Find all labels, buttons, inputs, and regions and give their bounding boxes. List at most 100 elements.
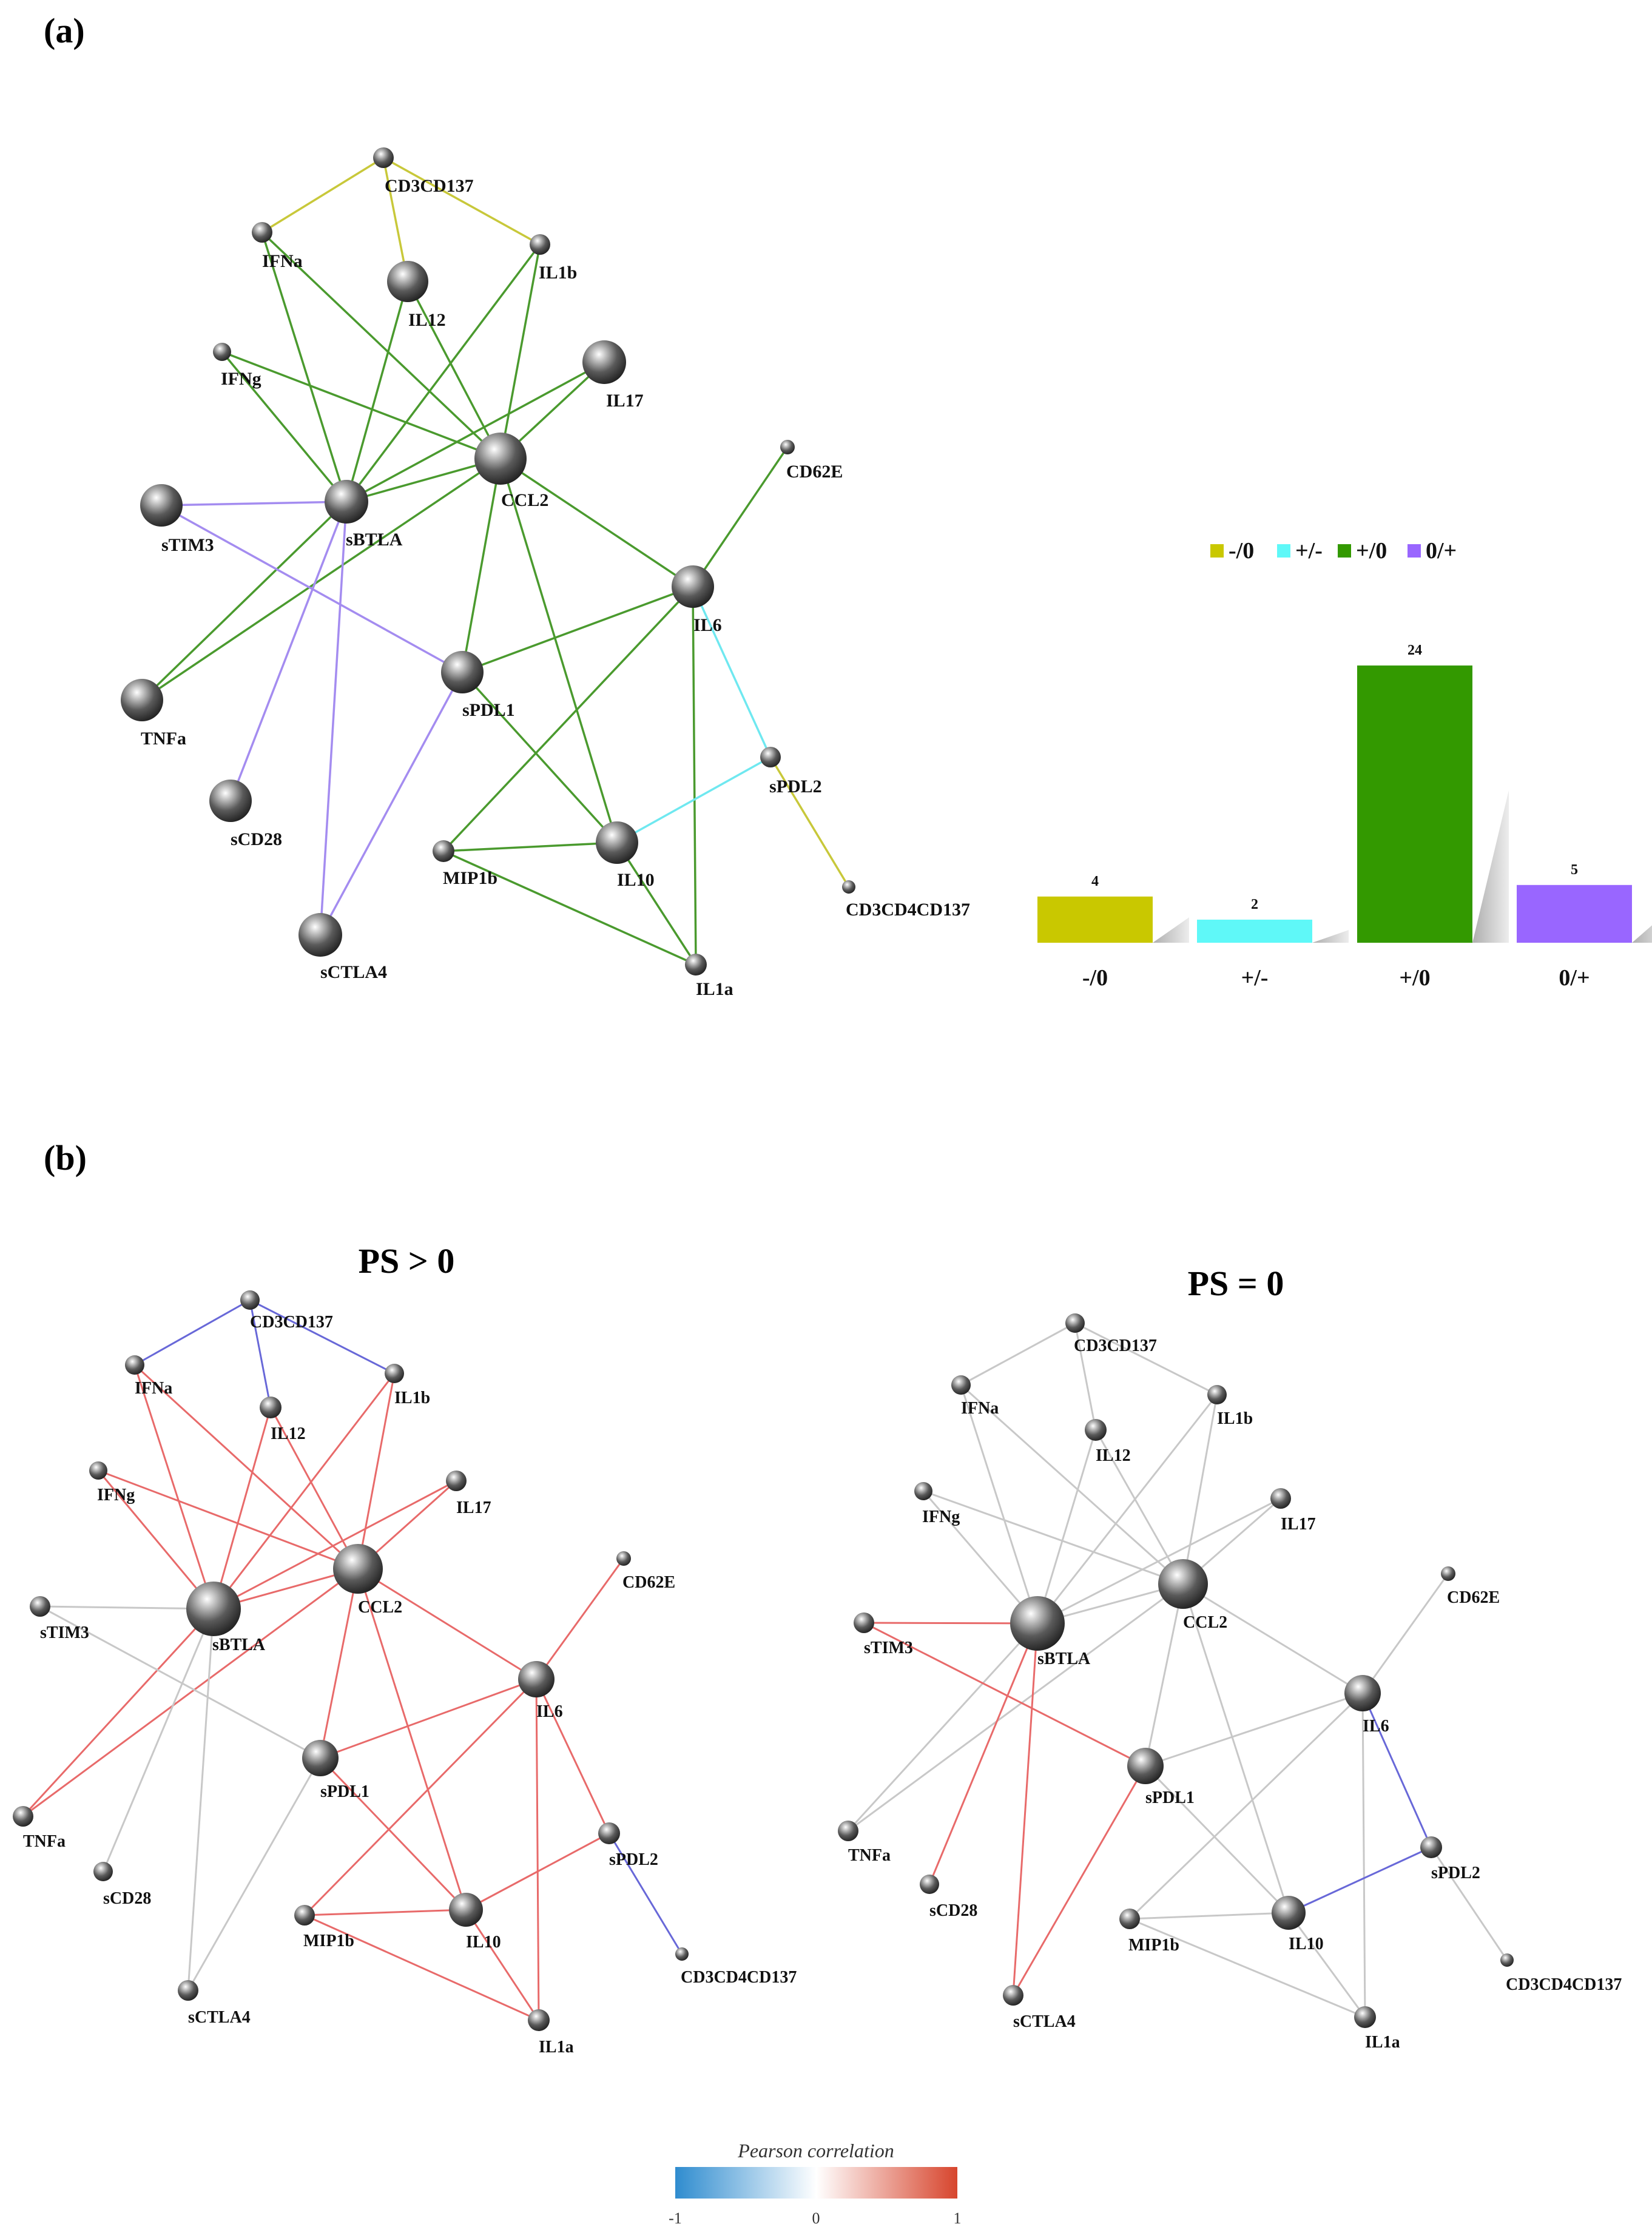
ps-eq-0-title: PS = 0 <box>1188 1264 1284 1303</box>
a-edge-ccl2-il6 <box>500 457 693 588</box>
ps-gt-0-edge-ccl2-tnfa <box>22 1568 359 1818</box>
a-edge-il6-spdl2 <box>692 586 772 758</box>
ps-gt-0-edge-mip1b-il1a <box>304 1914 539 2021</box>
ps-eq-0-label-spdl2: sPDL2 <box>1431 1864 1480 1882</box>
ps-gt-0-edges <box>22 1299 683 2021</box>
ps-eq-0-edge-il12-ccl2 <box>1094 1429 1184 1585</box>
ps-eq-0-edge-sbtla-sctla4 <box>1012 1623 1039 1996</box>
a-node-il1a <box>685 954 707 976</box>
ps-eq-0-label-scd28: sCD28 <box>929 1901 977 1920</box>
a-edge-cd3cd137-il1b <box>383 157 541 246</box>
bar-value-label-2: 24 <box>1408 642 1422 658</box>
ps-gt-0-node-cd3cd137 <box>240 1290 260 1310</box>
bar-zero-plus <box>1517 885 1632 943</box>
ps-eq-0-edge-il1b-sbtla <box>1036 1394 1218 1624</box>
legend-swatch-zero-plus <box>1408 544 1421 558</box>
ps-eq-0-label-il1a: IL1a <box>1365 2033 1400 2052</box>
a-label-il12: IL12 <box>408 310 446 330</box>
a-label-il10: IL10 <box>617 870 655 890</box>
ps-gt-0-edge-il6-spdl2 <box>535 1679 610 1834</box>
ps-eq-0-edge-spdl2-cd3cd4cd137 <box>1430 1847 1508 1961</box>
ps-gt-0-edge-ifng-ccl2 <box>98 1469 359 1570</box>
a-node-mip1b <box>433 840 454 862</box>
ps-eq-0-label-cd62e: CD62E <box>1447 1588 1500 1607</box>
pearson-colorbar: Pearson correlation -1 0 1 <box>669 2140 961 2224</box>
a-edge-il1b-ccl2 <box>499 244 541 459</box>
ps-eq-0-edge-spdl2-il10 <box>1288 1846 1432 1914</box>
a-label-sctla4: sCTLA4 <box>320 962 387 982</box>
ps-eq-0-node-cd3cd4cd137 <box>1500 1953 1514 1967</box>
legend-label-zero-plus: 0/+ <box>1426 538 1457 564</box>
network-panel-a: CD3CD137IFNaIL1bIL12IFNgIL17CD62ECCL2sTI… <box>121 147 970 999</box>
ps-eq-0-label-stim3: sTIM3 <box>864 1639 913 1657</box>
ps-gt-0-edge-sbtla-scd28 <box>102 1608 215 1872</box>
bar-shadow-2 <box>1472 790 1509 943</box>
a-edge-cd3cd137-il12 <box>382 157 409 282</box>
a-edge-il6-mip1b <box>442 585 694 852</box>
ps-gt-0-edge-il12-ccl2 <box>269 1407 359 1569</box>
ps-gt-0-edge-il12-sbtla <box>212 1407 272 1609</box>
ps-eq-0-node-spdl1 <box>1127 1748 1164 1784</box>
ps-eq-0-node-il6 <box>1344 1675 1381 1711</box>
ps-eq-0-edge-mip1b-il1a <box>1129 1918 1366 2018</box>
ps-gt-0-node-il12 <box>260 1397 282 1418</box>
ps-eq-0-node-ifng <box>914 1482 932 1500</box>
a-node-cd62e <box>780 440 795 454</box>
ps-eq-0-node-ifna <box>951 1375 971 1395</box>
a-edge-sbtla-sctla4 <box>319 501 348 935</box>
a-label-ifna: IFNa <box>262 251 303 271</box>
ps-gt-0-node-spdl1 <box>302 1740 339 1776</box>
a-node-cd3cd137 <box>373 147 394 168</box>
ps-eq-0-edge-il6-mip1b <box>1128 1692 1364 1920</box>
ps-gt-0-edge-stim3-sbtla <box>39 1605 214 1610</box>
ps-gt-0-edge-stim3-spdl1 <box>39 1605 321 1759</box>
ps-gt-0-node-spdl2 <box>598 1822 620 1844</box>
ps-eq-0-node-scd28 <box>920 1875 939 1894</box>
ps-eq-0-label-ifna: IFNa <box>961 1399 999 1418</box>
ps-gt-0-label-mip1b: MIP1b <box>303 1932 354 1950</box>
bar-value-label-3: 5 <box>1571 862 1578 878</box>
ps-gt-0-node-sbtla <box>186 1582 241 1636</box>
a-edge-spdl1-il10 <box>461 671 618 844</box>
ps-eq-0-label-mip1b: MIP1b <box>1128 1936 1179 1955</box>
a-label-cd3cd4cd137: CD3CD4CD137 <box>846 900 970 920</box>
a-edge-mip1b-il1a <box>443 850 696 966</box>
a-edge-sbtla-tnfa <box>141 500 348 701</box>
ps-gt-0-node-ccl2 <box>333 1544 383 1594</box>
ps-gt-0-label-sctla4: sCTLA4 <box>188 2008 251 2027</box>
a-edge-mip1b-il10 <box>443 841 618 852</box>
a-edge-il12-sbtla <box>345 281 409 502</box>
legend-label-minus-zero: -/0 <box>1229 538 1254 564</box>
ps-gt-0-edge-cd3cd137-il1b <box>249 1299 395 1375</box>
ps-eq-0-edge-ifng-sbtla <box>922 1491 1039 1624</box>
a-edge-stim3-sbtla <box>161 500 347 507</box>
ps-gt-0-edge-cd62e-il6 <box>535 1558 625 1680</box>
ps-eq-0-node-cd62e <box>1441 1566 1455 1581</box>
a-node-ifna <box>252 222 272 243</box>
a-edge-il12-ccl2 <box>406 281 502 459</box>
ps-gt-0-edge-il1b-ccl2 <box>357 1373 396 1569</box>
bar-value-label-1: 2 <box>1251 897 1258 912</box>
ps-eq-0-node-tnfa <box>838 1821 858 1841</box>
a-label-spdl1: sPDL1 <box>462 700 515 720</box>
ps-eq-0-edge-il1b-ccl2 <box>1182 1394 1218 1585</box>
ps-eq-0-node-il10 <box>1272 1896 1306 1930</box>
a-edge-ifna-ccl2 <box>261 231 502 460</box>
ps-gt-0-edge-sbtla-tnfa <box>22 1608 215 1818</box>
colorbar-tick-max: 1 <box>954 2209 962 2224</box>
ps-gt-0-edge-ccl2-spdl1 <box>319 1568 359 1759</box>
ps-gt-0-label-il17: IL17 <box>456 1498 491 1517</box>
a-node-spdl2 <box>760 747 781 767</box>
a-node-il17 <box>582 340 626 384</box>
ps-gt-0-label-ccl2: CCL2 <box>358 1598 402 1617</box>
ps-eq-0-node-sbtla <box>1010 1596 1065 1651</box>
a-node-il10 <box>596 821 638 864</box>
ps-gt-0-edge-ccl2-il10 <box>357 1568 467 1910</box>
ps-eq-0-edge-cd3cd137-ifna <box>960 1322 1076 1386</box>
legend-label-plus-minus: +/- <box>1295 538 1323 564</box>
a-edge-ccl2-il10 <box>499 458 618 843</box>
a-node-tnfa <box>121 679 163 721</box>
ps-gt-0-node-ifna <box>125 1355 144 1375</box>
a-node-cd3cd4cd137 <box>842 880 855 894</box>
